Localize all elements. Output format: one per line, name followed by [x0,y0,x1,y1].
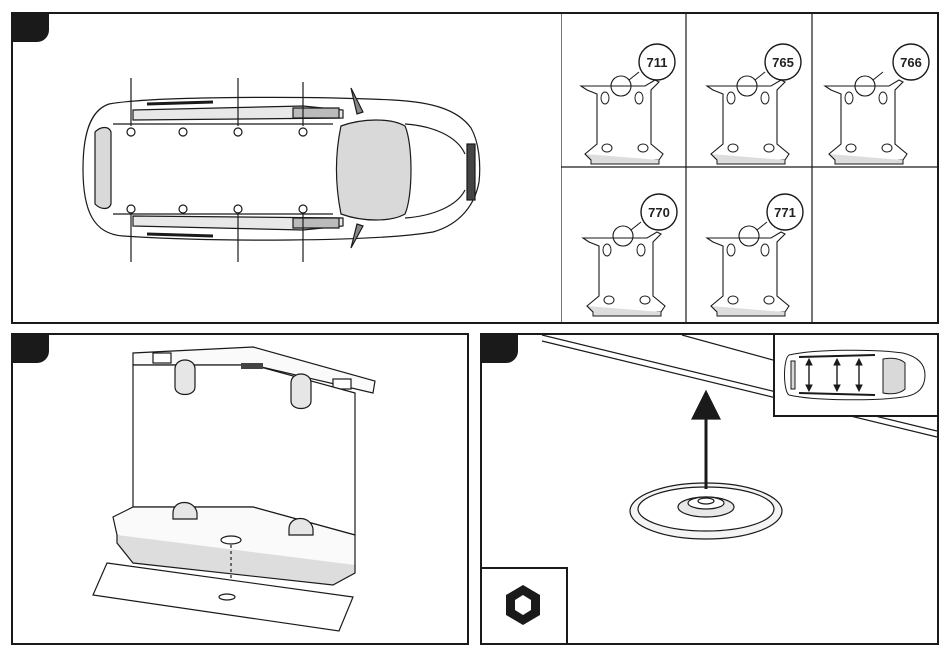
bracket-770: 770 [583,194,677,316]
bracket-771: 771 [707,194,803,316]
bracket-code-label: 765 [772,55,794,70]
bracket-code-label: 711 [647,55,668,70]
bracket-code-label: 770 [648,205,670,220]
vehicle-inset [773,335,937,417]
step-2-panel [11,333,469,645]
tool-indicator [482,567,568,643]
step-1-panel: 711 765 766 770 [11,12,939,324]
step-3-panel [480,333,939,645]
bracket-code-label: 766 [900,55,922,70]
bracket-code-label: 771 [774,205,796,220]
hex-key-icon [482,569,564,641]
bracket-711: 711 [581,44,675,164]
bracket-766: 766 [825,44,929,164]
bracket-exploded-view [13,335,467,643]
bracket-selection-grid: 711 765 766 770 [561,14,939,322]
bracket-765: 765 [707,44,801,164]
vehicle-top-view [13,14,561,322]
